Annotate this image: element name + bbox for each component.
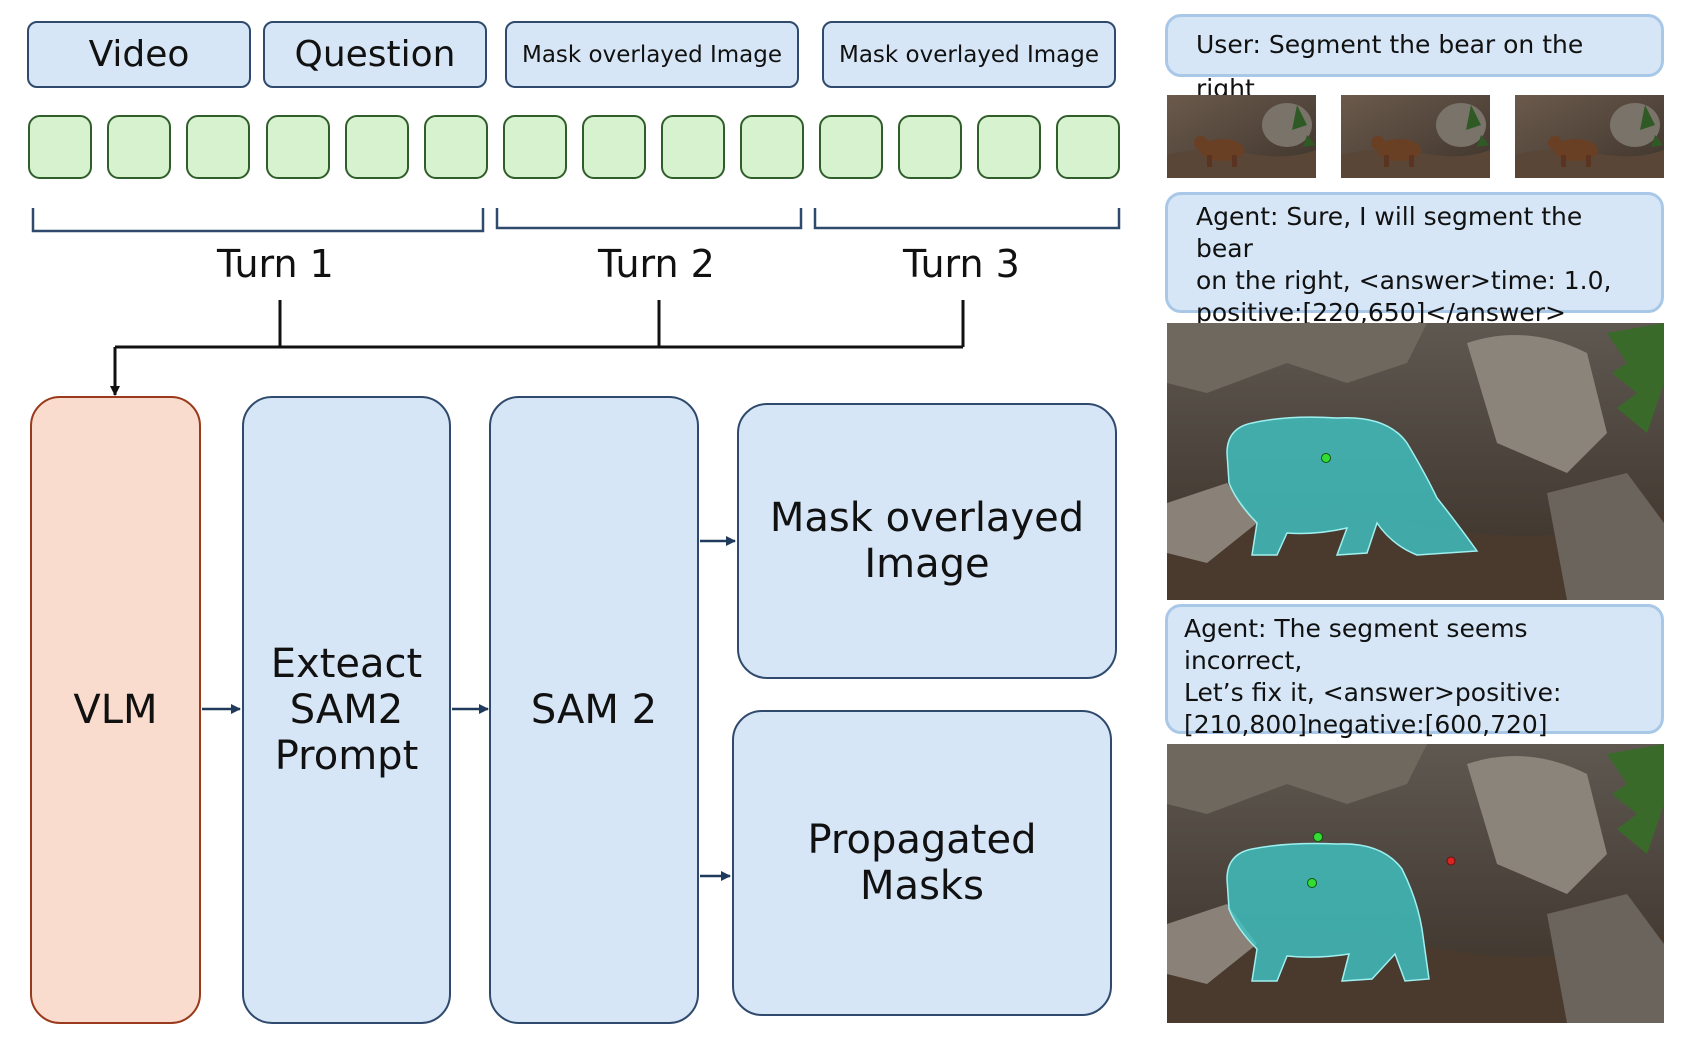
- mask-image-input-box-1: Mask overlayed Image: [505, 21, 799, 88]
- positive-point-marker: [1321, 453, 1331, 463]
- mask-image-input-box-2: Mask overlayed Image: [822, 21, 1116, 88]
- positive-point-marker: [1313, 832, 1323, 842]
- propagated-masks-label: Propagated Masks: [807, 817, 1037, 909]
- token-square: [819, 115, 883, 179]
- segmentation-result-image-1: [1167, 323, 1664, 600]
- segmentation-result-image-2: [1167, 744, 1664, 1023]
- mask-image-label-1: Mask overlayed Image: [521, 41, 783, 68]
- video-frame-thumbnail-3: [1515, 95, 1664, 178]
- vlm-label: VLM: [73, 687, 158, 733]
- extract-prompt-module: Exteact SAM2 Prompt: [242, 396, 451, 1024]
- question-input-box: Question: [263, 21, 487, 88]
- token-square: [740, 115, 804, 179]
- mask-image-label-2: Mask overlayed Image: [838, 41, 1100, 68]
- bear-mask-overlay: [1226, 842, 1430, 982]
- negative-point-marker: [1446, 856, 1456, 866]
- turn-2-bracket: [495, 208, 803, 230]
- video-frame-thumbnail-1: [1167, 95, 1316, 178]
- propagated-masks-box: Propagated Masks: [732, 710, 1112, 1016]
- extract-prompt-label: Exteact SAM2 Prompt: [270, 641, 423, 779]
- video-frame-thumbnail-2: [1341, 95, 1490, 178]
- turn-2-label: Turn 2: [598, 242, 715, 286]
- token-square: [582, 115, 646, 179]
- token-square: [186, 115, 250, 179]
- bear-mask-overlay: [1226, 416, 1479, 556]
- token-square: [503, 115, 567, 179]
- token-square: [898, 115, 962, 179]
- token-square: [266, 115, 330, 179]
- token-square: [1056, 115, 1120, 179]
- turn-1-label: Turn 1: [217, 242, 334, 286]
- turn-3-bracket: [813, 208, 1121, 230]
- token-square: [424, 115, 488, 179]
- sam2-module: SAM 2: [489, 396, 699, 1024]
- vlm-module: VLM: [30, 396, 201, 1024]
- mask-overlay-output-label: Mask overlayed Image: [769, 495, 1085, 587]
- video-input-box: Video: [27, 21, 251, 88]
- mask-overlay-output-box: Mask overlayed Image: [737, 403, 1117, 679]
- token-square: [661, 115, 725, 179]
- token-square: [28, 115, 92, 179]
- token-square: [345, 115, 409, 179]
- token-square: [977, 115, 1041, 179]
- video-label: Video: [88, 34, 190, 75]
- positive-point-marker: [1307, 878, 1317, 888]
- turn-1-bracket: [31, 208, 485, 233]
- token-square: [107, 115, 171, 179]
- agent-message-bubble-1: Agent: Sure, I will segment the bear on …: [1165, 192, 1664, 327]
- question-label: Question: [294, 34, 456, 75]
- agent-message-bubble-2: Agent: The segment seems incorrect, Let’…: [1165, 604, 1664, 771]
- turn-3-label: Turn 3: [903, 242, 1020, 286]
- sam2-label: SAM 2: [530, 687, 658, 733]
- user-message-bubble: User: Segment the bear on the right: [1165, 14, 1664, 103]
